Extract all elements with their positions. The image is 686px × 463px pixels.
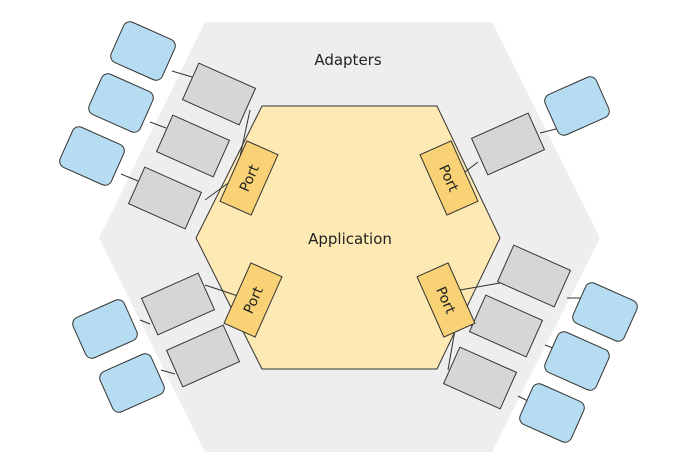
client-box bbox=[519, 383, 585, 443]
adapter-box bbox=[165, 324, 241, 388]
port-upper-right: Port bbox=[419, 140, 479, 216]
port-box bbox=[219, 140, 279, 216]
adapter-box bbox=[127, 166, 203, 230]
adapters-label: Adapters bbox=[314, 51, 382, 69]
client-box bbox=[572, 282, 638, 342]
port-upper-left: Port bbox=[219, 140, 279, 216]
client-box bbox=[544, 331, 610, 391]
client-box bbox=[99, 353, 165, 413]
port-box bbox=[416, 262, 476, 338]
client-box bbox=[110, 21, 176, 81]
adapter-box bbox=[470, 112, 546, 176]
client-box bbox=[72, 299, 138, 359]
port-lower-left: Port bbox=[223, 262, 283, 338]
adapter-box bbox=[181, 62, 257, 126]
application-label: Application bbox=[308, 230, 392, 248]
adapter-box bbox=[468, 294, 544, 358]
adapter-box bbox=[496, 244, 572, 308]
application-hexagon bbox=[195, 105, 501, 370]
client-boxes bbox=[59, 21, 638, 443]
port-box bbox=[223, 262, 283, 338]
adapter-boxes bbox=[127, 62, 572, 410]
adapter-box bbox=[442, 346, 518, 410]
client-box bbox=[59, 126, 125, 186]
client-box bbox=[88, 73, 154, 133]
port-lower-right: Port bbox=[416, 262, 476, 338]
client-box bbox=[544, 76, 610, 136]
adapter-box bbox=[140, 272, 216, 336]
adapter-box bbox=[155, 114, 231, 178]
port-box bbox=[419, 140, 479, 216]
